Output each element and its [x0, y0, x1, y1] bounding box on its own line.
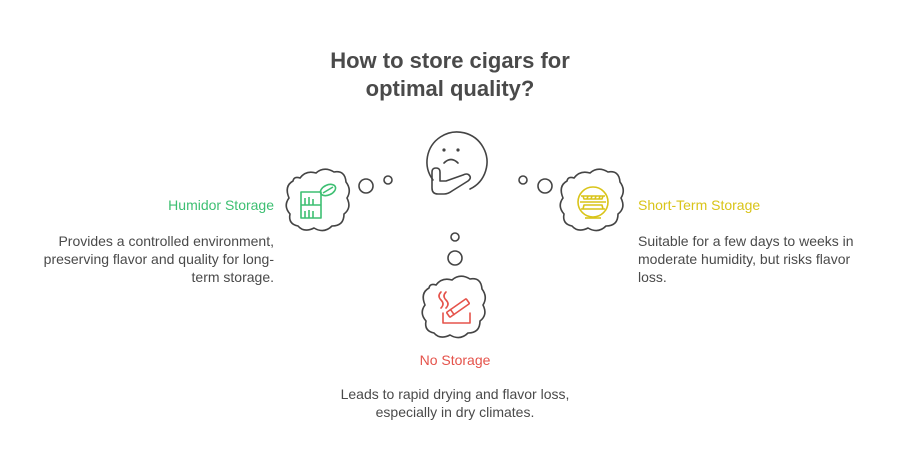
no-storage-description: Leads to rapid drying and flavor loss, e… — [305, 385, 605, 421]
cloud-short-term — [559, 168, 625, 232]
title-line-1: How to store cigars for — [330, 48, 570, 73]
humidor-desc-line-1: Provides a controlled environment, — [58, 233, 274, 249]
short-term-storage-description: Suitable for a few days to weeks in mode… — [638, 232, 898, 286]
short-term-desc-line-2: moderate humidity, but risks flavor — [638, 251, 851, 267]
humidor-storage-description: Provides a controlled environment, prese… — [14, 232, 274, 286]
cigar-shelf-icon — [577, 186, 609, 219]
no-storage-desc-line-2: especially in dry climates. — [375, 404, 535, 420]
thought-bubbles-right — [518, 175, 553, 194]
page-title: How to store cigars for optimal quality? — [250, 47, 650, 103]
short-term-desc-line-3: loss. — [638, 269, 667, 285]
humidor-desc-line-2: preserving flavor and quality for long- — [43, 251, 274, 267]
humidor-desc-line-3: term storage. — [191, 269, 274, 285]
short-term-desc-line-1: Suitable for a few days to weeks in — [638, 233, 854, 249]
thought-bubbles-bottom — [447, 232, 463, 266]
no-storage-desc-line-1: Leads to rapid drying and flavor loss, — [340, 386, 570, 402]
short-term-storage-label: Short-Term Storage — [638, 197, 761, 213]
title-line-2: optimal quality? — [365, 76, 535, 101]
humidor-storage-label: Humidor Storage — [168, 197, 274, 213]
ashtray-cigar-icon — [438, 291, 471, 324]
thought-bubbles-left — [358, 175, 393, 194]
cloud-humidor — [285, 168, 351, 232]
humidor-cabinet-icon — [300, 183, 337, 219]
no-storage-label: No Storage — [419, 352, 491, 368]
thinking-face-icon — [426, 131, 488, 195]
cloud-no-storage — [421, 275, 487, 339]
